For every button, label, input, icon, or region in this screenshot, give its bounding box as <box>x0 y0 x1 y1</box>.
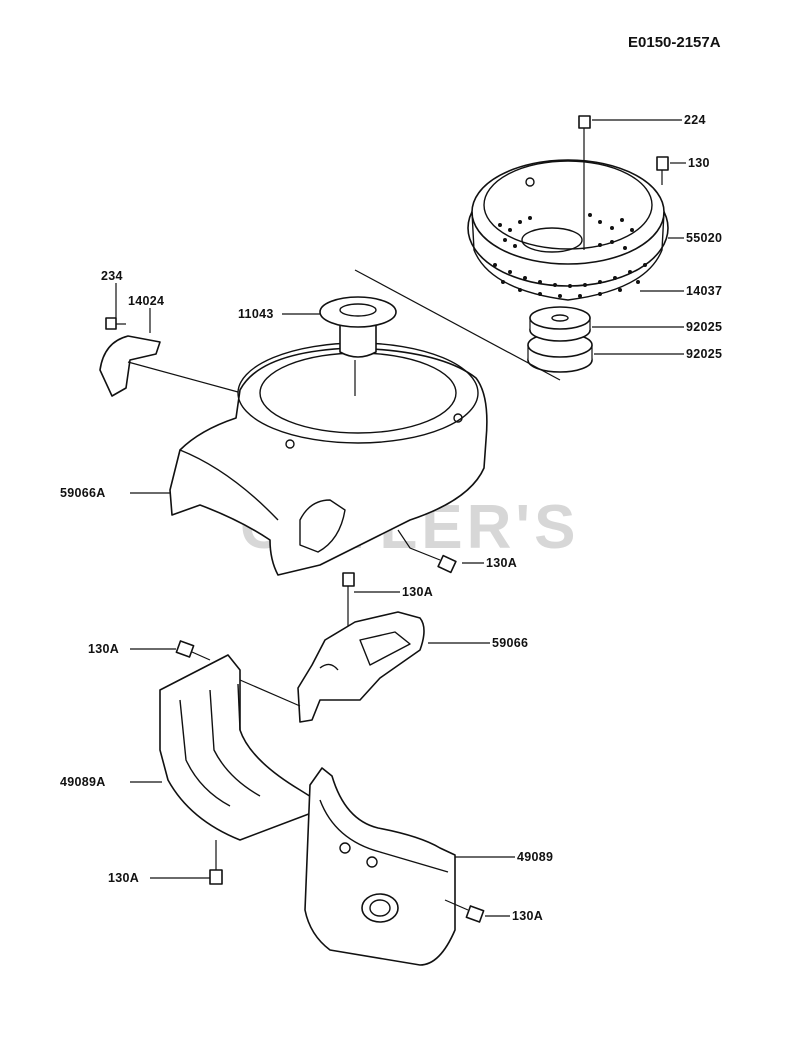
cup-11043[interactable] <box>319 296 397 358</box>
bolt-130A-bottom[interactable] <box>209 840 223 885</box>
fan-housing-59066A[interactable] <box>169 342 488 576</box>
label-55020: 55020 <box>686 231 722 245</box>
label-130A-2: 130A <box>402 585 433 599</box>
bolt-224[interactable] <box>578 115 591 250</box>
label-49089A: 49089A <box>60 775 106 789</box>
bolt-234[interactable] <box>105 317 126 330</box>
label-92025-b: 92025 <box>686 347 722 361</box>
label-49089: 49089 <box>517 850 553 864</box>
label-59066: 59066 <box>492 636 528 650</box>
rotating-screen[interactable] <box>467 159 669 301</box>
label-130A-1: 130A <box>486 556 517 570</box>
label-130: 130 <box>688 156 710 170</box>
cover-49089[interactable] <box>304 767 456 966</box>
diagram-code: E0150-2157A <box>628 34 721 51</box>
label-130A-5: 130A <box>512 909 543 923</box>
bolt-130[interactable] <box>656 156 669 185</box>
bracket-59066[interactable] <box>297 611 425 723</box>
label-92025-a: 92025 <box>686 320 722 334</box>
bolt-130A-bottom-right[interactable] <box>444 899 485 923</box>
label-234: 234 <box>101 269 123 283</box>
label-11043: 11043 <box>238 307 274 321</box>
label-14024: 14024 <box>128 294 164 308</box>
cover-49089A[interactable] <box>159 654 317 841</box>
label-59066A: 59066A <box>60 486 106 500</box>
bolt-130A-housing[interactable] <box>397 529 457 574</box>
label-130A-4: 130A <box>108 871 139 885</box>
label-224: 224 <box>684 113 706 127</box>
label-130A-3: 130A <box>88 642 119 656</box>
spacer-92025[interactable] <box>527 306 593 373</box>
bolt-130A-left[interactable] <box>175 640 211 661</box>
bracket-14024[interactable] <box>99 335 239 397</box>
label-14037: 14037 <box>686 284 722 298</box>
